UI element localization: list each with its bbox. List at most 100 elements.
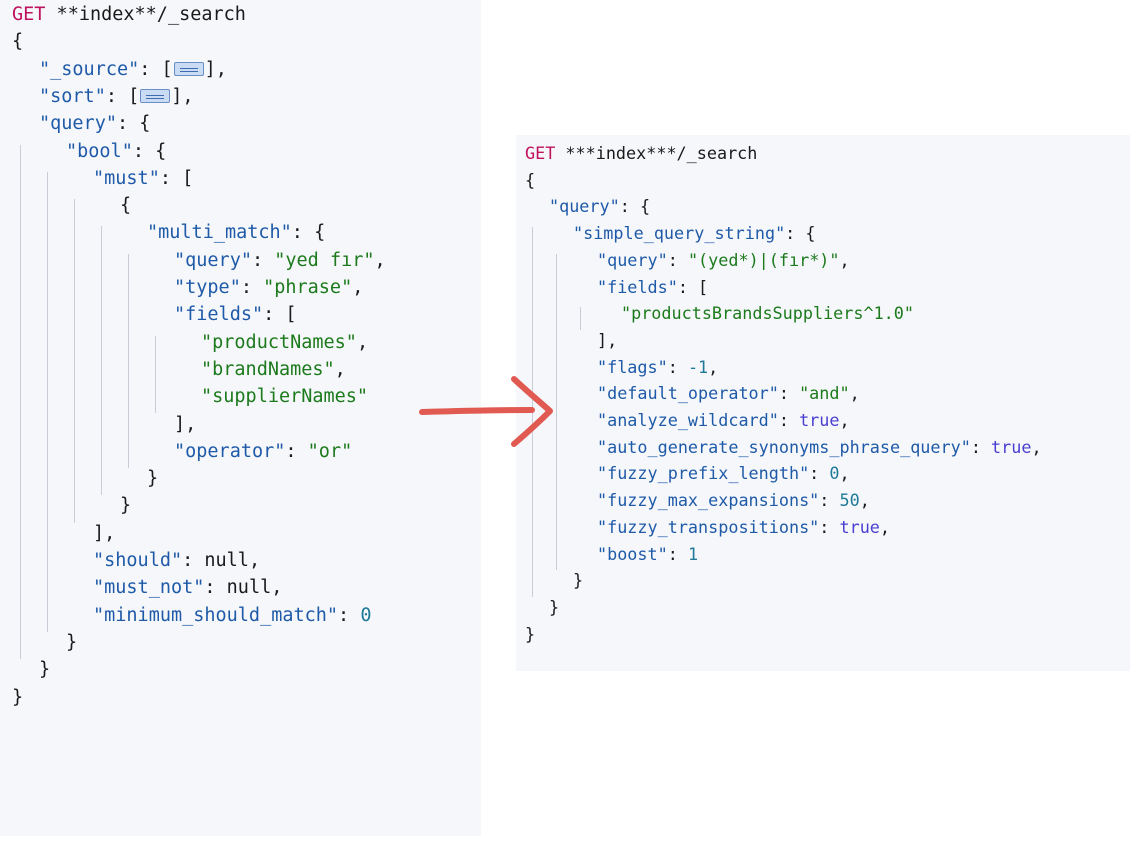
token-punct: : bbox=[240, 277, 264, 298]
token-key: "operator" bbox=[174, 440, 286, 462]
token-boolean: true bbox=[799, 410, 840, 430]
token-key: "_source" bbox=[39, 58, 140, 80]
token-punct: , bbox=[334, 358, 346, 380]
token-key: "must_not" bbox=[93, 577, 205, 599]
left-query-code: GET **index**/_search{"_source": [],"sor… bbox=[0, 0, 481, 836]
token-punct: : bbox=[182, 550, 205, 571]
token-punct: : bbox=[819, 490, 840, 511]
code-line: "productsBrandsSuppliers^1.0" bbox=[621, 303, 914, 323]
code-line: GET **index**/_search bbox=[12, 4, 246, 25]
token-punct: { bbox=[12, 31, 24, 53]
collapsed-icon[interactable] bbox=[173, 61, 204, 76]
token-punct: { bbox=[525, 169, 536, 190]
indent-guide bbox=[532, 227, 533, 597]
code-line: "fuzzy_prefix_length": 0, bbox=[597, 463, 850, 483]
code-line: ], bbox=[93, 523, 115, 544]
token-null: null bbox=[204, 550, 249, 571]
token-punct: } bbox=[66, 631, 78, 653]
token-key: "query" bbox=[39, 113, 117, 135]
code-line: "operator": "or" bbox=[174, 441, 352, 462]
token-number: -1 bbox=[687, 356, 709, 377]
code-line: "sort": [], bbox=[39, 86, 194, 107]
token-boolean: true bbox=[839, 516, 880, 537]
token-string: "supplierNames" bbox=[201, 386, 369, 408]
token-string: "(yed*)|(fır*)" bbox=[687, 249, 840, 270]
code-line: "boost": 1 bbox=[597, 544, 698, 564]
token-punct: , bbox=[1031, 436, 1042, 457]
token-key: "multi_match" bbox=[147, 222, 292, 244]
token-punct: : { bbox=[132, 140, 167, 162]
token-punct: , bbox=[859, 490, 870, 511]
token-punct: ***index***/_search bbox=[555, 143, 758, 163]
token-key: "default_operator" bbox=[597, 383, 779, 404]
token-number: 1 bbox=[687, 543, 699, 564]
token-string: "and" bbox=[799, 383, 850, 404]
token-punct: : bbox=[338, 604, 361, 626]
collapsed-icon[interactable] bbox=[140, 88, 171, 103]
token-key: "flags" bbox=[597, 356, 668, 377]
token-punct: , bbox=[849, 383, 860, 404]
code-line: } bbox=[573, 570, 583, 590]
code-line: } bbox=[147, 468, 158, 489]
token-punct: , bbox=[248, 550, 261, 571]
token-key: "boost" bbox=[597, 543, 668, 564]
code-line: GET ***index***/_search bbox=[525, 143, 757, 163]
token-string: "productNames" bbox=[201, 331, 357, 353]
token-punct: : { bbox=[291, 222, 326, 244]
token-string: "phrase" bbox=[263, 277, 353, 298]
token-method: GET bbox=[525, 143, 556, 163]
token-punct: , bbox=[879, 516, 891, 537]
code-line: "flags": -1, bbox=[597, 357, 718, 377]
token-key: "minimum_should_match" bbox=[93, 604, 339, 626]
token-number: 0 bbox=[360, 604, 372, 626]
token-punct: : bbox=[819, 516, 840, 537]
token-string: "brandNames" bbox=[201, 358, 335, 380]
code-line: "auto_generate_synonyms_phrase_query": t… bbox=[597, 437, 1042, 457]
token-key: "must" bbox=[93, 167, 160, 189]
token-key: "query" bbox=[549, 196, 620, 217]
token-punct: ], bbox=[171, 85, 194, 107]
code-line: "query": { bbox=[39, 113, 150, 134]
token-punct: : bbox=[667, 249, 688, 270]
code-line: "must_not": null, bbox=[93, 577, 282, 598]
token-punct: : bbox=[251, 249, 275, 271]
token-key: "type" bbox=[174, 277, 241, 298]
code-line: } bbox=[12, 687, 23, 708]
token-punct: **index**/_search bbox=[45, 4, 246, 25]
indent-guide bbox=[20, 144, 21, 660]
token-punct: : bbox=[667, 543, 688, 564]
code-line: } bbox=[120, 495, 131, 516]
indent-guide bbox=[128, 253, 129, 469]
token-method: GET bbox=[12, 4, 46, 25]
code-line: "query": "yed fır", bbox=[174, 250, 386, 271]
token-punct: } bbox=[120, 495, 132, 517]
token-punct: : { bbox=[785, 223, 816, 244]
code-line: } bbox=[525, 624, 535, 644]
code-line: "supplierNames" bbox=[201, 386, 368, 407]
token-key: "query" bbox=[174, 249, 252, 271]
token-punct: : { bbox=[116, 113, 151, 135]
indent-guide bbox=[74, 199, 75, 523]
code-line: } bbox=[66, 632, 77, 653]
token-punct: ], bbox=[597, 329, 618, 350]
token-punct: : [ bbox=[263, 304, 297, 326]
token-punct: : [ bbox=[677, 276, 709, 297]
token-punct: : bbox=[809, 463, 830, 484]
token-punct: : bbox=[285, 440, 308, 462]
code-line: "bool": { bbox=[66, 141, 166, 162]
token-punct: } bbox=[12, 686, 24, 708]
code-line: "default_operator": "and", bbox=[597, 383, 860, 403]
right-query-code: GET ***index***/_search{"query": {"simpl… bbox=[516, 135, 1130, 671]
token-key: "should" bbox=[93, 550, 183, 571]
token-key: "fields" bbox=[174, 304, 264, 326]
token-null: null bbox=[226, 577, 272, 599]
token-boolean: true bbox=[991, 436, 1032, 457]
code-line: { bbox=[12, 31, 23, 52]
token-punct: { bbox=[120, 195, 132, 217]
code-line: "productNames", bbox=[201, 332, 368, 353]
code-line: { bbox=[120, 195, 131, 216]
code-line: "fuzzy_transpositions": true, bbox=[597, 517, 890, 537]
token-string: "or" bbox=[307, 440, 353, 462]
token-punct: } bbox=[525, 623, 536, 644]
token-punct: , bbox=[839, 410, 850, 430]
